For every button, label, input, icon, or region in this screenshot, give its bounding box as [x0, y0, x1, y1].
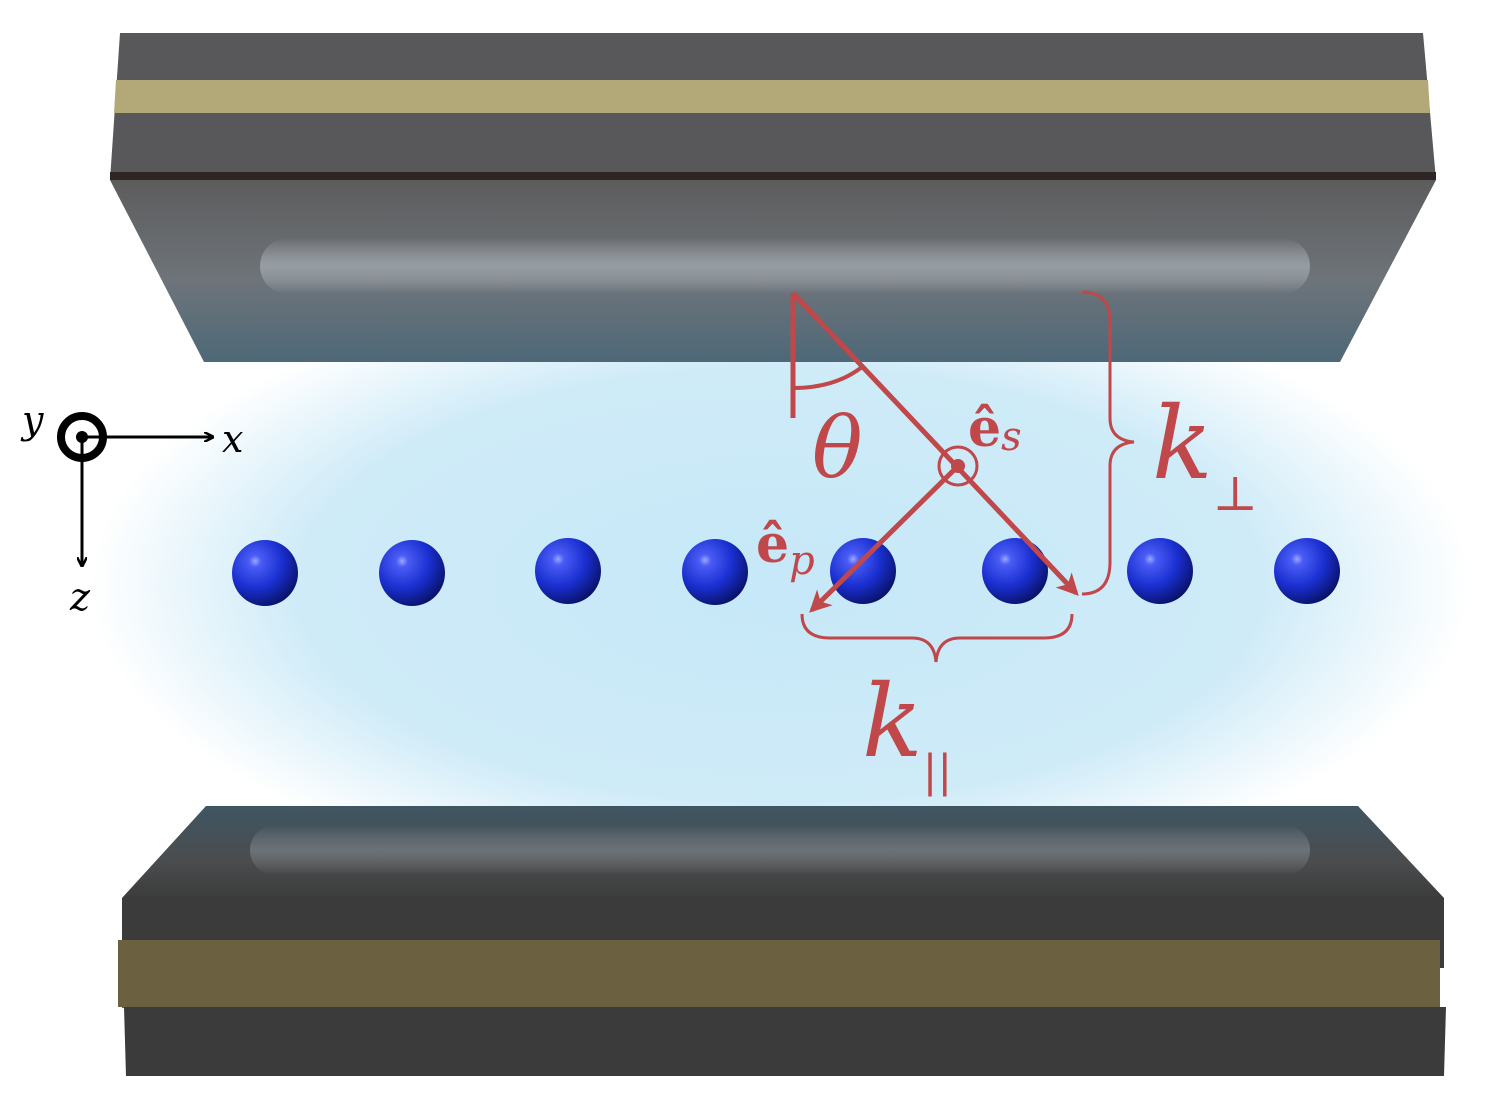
atom: [379, 540, 445, 606]
theta-label: θ: [812, 399, 863, 497]
atom: [535, 538, 601, 604]
cavity-field: [90, 275, 1470, 895]
k-par-brace: [800, 613, 1074, 663]
bottom-mirror: [118, 806, 1446, 1076]
e-s-out-of-page-icon: [937, 445, 979, 487]
x-axis-label: x: [222, 417, 243, 461]
atom-chain: [232, 538, 1340, 606]
e-p-label: êp: [756, 514, 815, 584]
atom: [682, 539, 748, 605]
y-axis-label: y: [20, 398, 44, 442]
k-perp-brace: [1081, 290, 1135, 596]
k-perp-label: k⊥: [1152, 385, 1258, 522]
atom: [1127, 538, 1193, 604]
k-par-label: k||: [862, 663, 952, 797]
e-s-label: ês: [968, 398, 1022, 460]
e-p-arrow: [809, 464, 960, 613]
z-axis-label: z: [69, 575, 91, 619]
atom: [232, 540, 298, 606]
coordinate-axes: x y z: [20, 398, 243, 619]
atom: [982, 538, 1048, 604]
top-mirror: [110, 33, 1436, 362]
atom: [1274, 538, 1340, 604]
theta-arc: [792, 365, 864, 390]
atom: [830, 538, 896, 604]
wavevector-annotation: [790, 290, 1135, 663]
k-vector-arrow: [791, 291, 1079, 596]
